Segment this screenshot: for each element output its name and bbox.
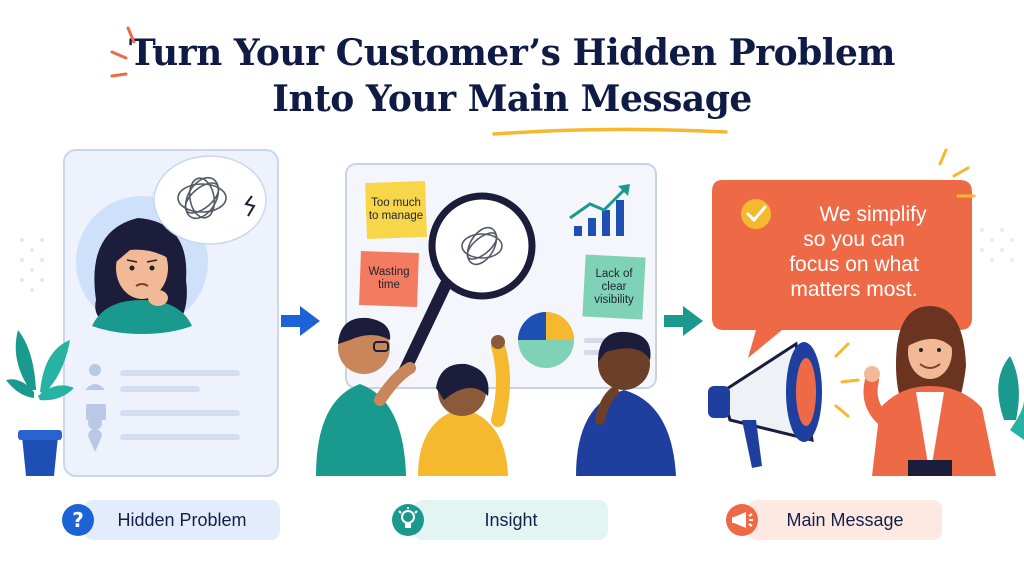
presenter-woman bbox=[863, 306, 996, 476]
customer-profile-card bbox=[63, 149, 279, 477]
bubble-sparks bbox=[938, 148, 976, 198]
message-speech-bubble bbox=[712, 180, 972, 358]
team-person-middle bbox=[418, 335, 510, 476]
pie-chart-icon bbox=[518, 312, 574, 368]
step-label-main-message: Main Message bbox=[786, 509, 904, 530]
bubble-line-1: We simplify bbox=[819, 203, 927, 226]
title-sparks bbox=[110, 26, 136, 78]
arrow-right-icon-1 bbox=[281, 306, 320, 336]
plant-right bbox=[998, 356, 1024, 440]
sticky-note-lack-of-visibility: Lack of clear visibility bbox=[594, 267, 634, 306]
title-line-2: Into Your Main Message bbox=[272, 78, 752, 120]
megaphone-icon bbox=[726, 504, 758, 536]
decor-dots-left bbox=[20, 238, 44, 292]
sticky-note-too-much: Too much to manage bbox=[368, 197, 424, 222]
tangled-thoughts-icon bbox=[177, 176, 227, 220]
lightbulb-icon bbox=[392, 504, 424, 536]
step-insight: Insight bbox=[392, 500, 608, 540]
team-person-left bbox=[316, 317, 416, 476]
step-label-insight: Insight bbox=[484, 509, 538, 530]
question-icon: ? bbox=[62, 504, 94, 536]
plant-left bbox=[6, 330, 74, 476]
team-person-right bbox=[576, 331, 676, 476]
bubble-line-4: matters most. bbox=[790, 278, 918, 301]
svg-text:?: ? bbox=[72, 508, 84, 532]
insight-whiteboard bbox=[316, 163, 676, 476]
title-line-1: Turn Your Customer’s Hidden Problem bbox=[129, 32, 895, 74]
decor-dots-right bbox=[980, 228, 1014, 262]
growth-chart-icon bbox=[569, 184, 630, 236]
main-message-text: We simplify so you can focus on what mat… bbox=[744, 202, 964, 302]
title-underline bbox=[492, 127, 728, 136]
megaphone-illustration bbox=[708, 341, 860, 468]
bubble-line-2: so you can bbox=[803, 228, 905, 251]
sticky-note-wasting-time: Wasting time bbox=[368, 266, 410, 291]
arrow-right-icon-2 bbox=[664, 306, 703, 336]
magnifying-glass-icon bbox=[398, 192, 536, 378]
step-hidden-problem: ? Hidden Problem bbox=[62, 500, 280, 540]
step-label-hidden-problem: Hidden Problem bbox=[117, 509, 247, 530]
step-main-message: Main Message bbox=[726, 500, 942, 540]
bubble-line-3: focus on what bbox=[789, 253, 919, 276]
profile-info-rows bbox=[85, 364, 240, 452]
page-title: Turn Your Customer’s Hidden Problem Into… bbox=[0, 30, 1024, 122]
